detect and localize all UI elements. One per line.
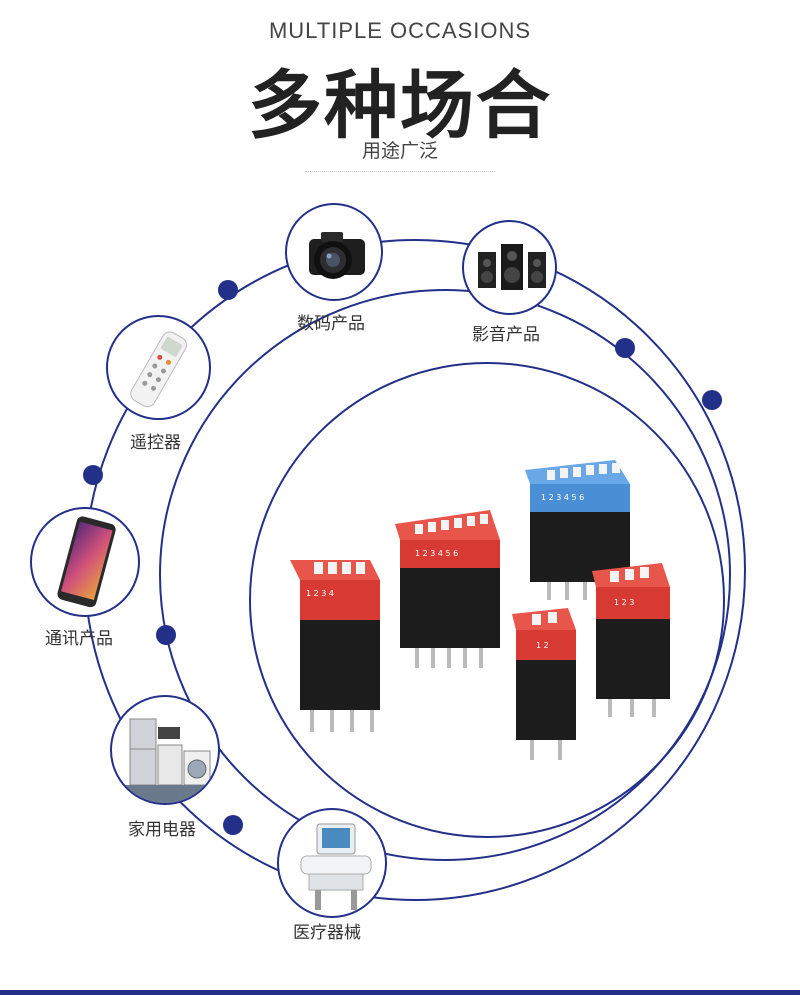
camera-icon-circle xyxy=(285,203,383,301)
svg-text:1 2 3: 1 2 3 xyxy=(614,598,634,607)
orbit-dot xyxy=(615,338,635,358)
dip-switch-2pos: 1 2 xyxy=(512,608,576,760)
occasion-label-digital: 数码产品 xyxy=(297,314,365,334)
orbit-dot xyxy=(223,815,243,835)
occasion-label-communication: 通讯产品 xyxy=(45,629,113,649)
dip-switch-3pos: 1 2 3 xyxy=(592,563,670,717)
inner-ring xyxy=(249,362,725,838)
camera-icon xyxy=(309,232,365,279)
dip-switch-4pos: 1 2 3 4 xyxy=(290,560,380,732)
speakers-icon-circle xyxy=(462,220,557,315)
medical-icon-circle xyxy=(277,808,387,918)
dip-switch-product-image: 1 2 3 4 1 2 3 4 5 6 1 2 3 4 5 6 1 2 xyxy=(290,460,670,760)
remote-control-icon xyxy=(130,331,187,408)
orbit-dot xyxy=(156,625,176,645)
svg-text:1 2 3 4: 1 2 3 4 xyxy=(306,589,334,598)
orbit-dot xyxy=(218,280,238,300)
orbit-dot xyxy=(83,465,103,485)
occasion-label-remote: 遥控器 xyxy=(130,433,181,453)
divider xyxy=(305,171,495,172)
middle-ring xyxy=(159,289,731,861)
bottom-bar xyxy=(0,990,800,995)
smartphone-icon-circle xyxy=(30,507,140,617)
speakers-icon xyxy=(478,244,546,290)
home-appliances-icon xyxy=(112,718,218,803)
dip-switch-6pos-red: 1 2 3 4 5 6 xyxy=(395,510,500,668)
occasion-label-appliances: 家用电器 xyxy=(128,820,196,840)
medical-device-icon xyxy=(300,823,372,910)
occasion-label-audio: 影音产品 xyxy=(472,325,540,345)
dip-switch-6pos-blue: 1 2 3 4 5 6 xyxy=(525,460,630,600)
subtitle-english: MULTIPLE OCCASIONS xyxy=(268,18,532,43)
page-title: 多种场合 xyxy=(248,63,552,149)
svg-text:1 2 3 4 5 6: 1 2 3 4 5 6 xyxy=(541,493,584,502)
remote-icon-circle xyxy=(106,315,211,420)
tagline: 用途广泛 xyxy=(361,140,438,162)
occasion-label-medical: 医疗器械 xyxy=(293,923,361,943)
appliances-icon-circle xyxy=(110,695,220,805)
smartphone-icon xyxy=(57,516,116,608)
orbit-dot xyxy=(702,390,722,410)
svg-text:1 2 3 4 5 6: 1 2 3 4 5 6 xyxy=(415,549,458,558)
svg-text:1 2: 1 2 xyxy=(536,641,549,650)
